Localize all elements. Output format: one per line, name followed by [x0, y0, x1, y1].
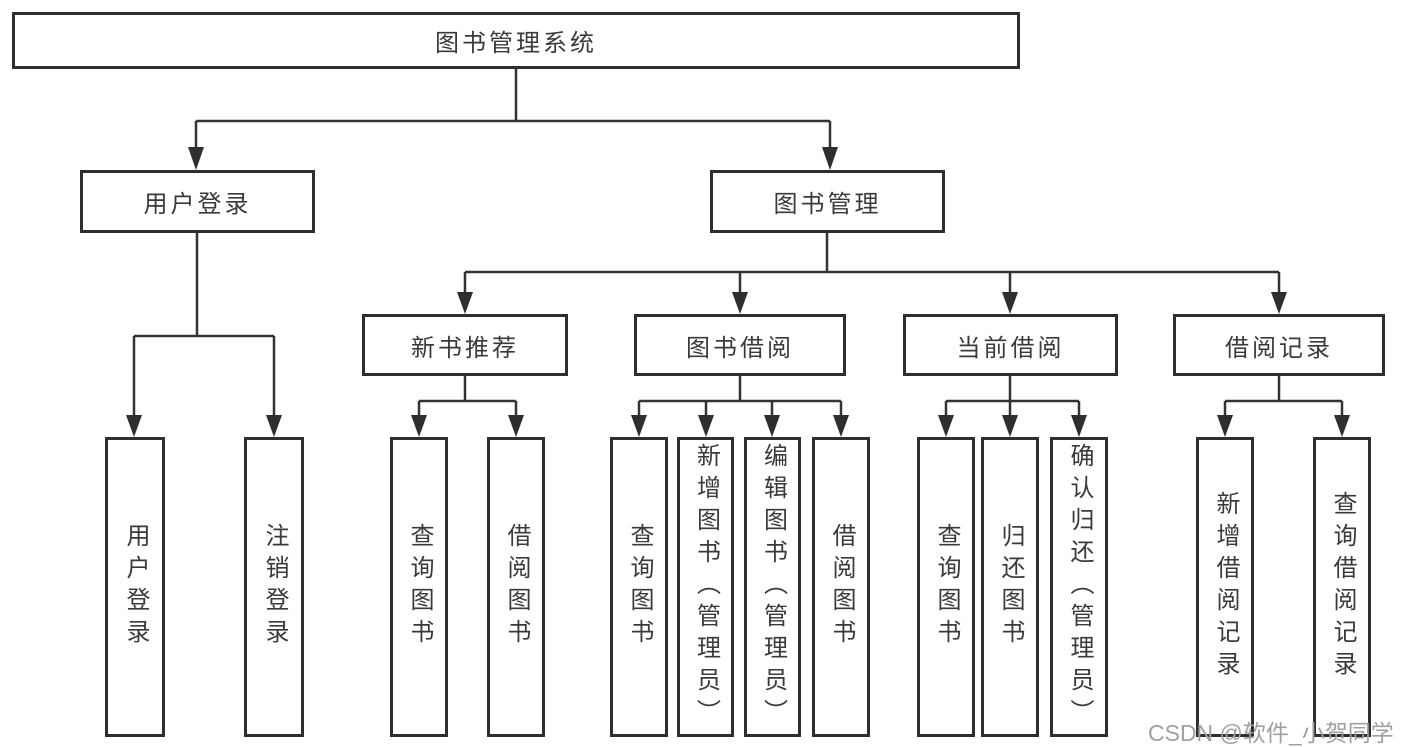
leaf-label: 编辑图书（管理员） [759, 443, 787, 731]
node-label: 图书管理系统 [435, 30, 597, 57]
leaf-label: 查询图书 [933, 523, 960, 651]
leaf-borrow-books: 借阅图书 [812, 437, 870, 737]
leaf-add-books-admin: 新增图书（管理员） [677, 437, 734, 737]
leaf-user-login: 用户登录 [105, 437, 165, 737]
leaf-add-borrow-record: 新增借阅记录 [1196, 437, 1254, 737]
arrowheads [126, 147, 1350, 437]
leaf-query-borrow-record: 查询借阅记录 [1313, 437, 1371, 737]
node-book-management: 图书管理 [710, 170, 945, 233]
leaf-query-books-current: 查询图书 [917, 437, 975, 737]
leaf-label: 查询图书 [626, 523, 653, 651]
leaf-label: 归还图书 [997, 523, 1024, 651]
leaf-edit-books-admin: 编辑图书（管理员） [744, 437, 801, 737]
leaf-confirm-return-admin: 确认归还（管理员） [1050, 437, 1108, 737]
leaf-label: 查询图书 [406, 523, 433, 651]
node-label: 借阅记录 [1225, 334, 1333, 362]
node-label: 当前借阅 [956, 334, 1065, 362]
connector-strokes [132, 69, 1344, 417]
leaf-return-books: 归还图书 [981, 437, 1039, 737]
leaf-label: 注销登录 [261, 523, 288, 651]
leaf-label: 查询借阅记录 [1329, 491, 1356, 683]
leaf-label: 新增借阅记录 [1212, 491, 1239, 683]
node-label: 用户登录 [143, 191, 252, 218]
node-label: 新书推荐 [411, 334, 519, 362]
leaf-query-books-borrow: 查询图书 [610, 437, 668, 737]
node-new-book-recommendation: 新书推荐 [362, 314, 568, 376]
node-library-management-system: 图书管理系统 [12, 12, 1020, 69]
node-label: 图书借阅 [686, 334, 794, 362]
node-label: 图书管理 [773, 191, 882, 218]
node-book-borrowing: 图书借阅 [634, 314, 846, 376]
node-current-borrowing: 当前借阅 [903, 314, 1118, 376]
csdn-watermark: CSDN @软件_小贺同学 [1148, 720, 1394, 746]
leaf-label: 确认归还（管理员） [1066, 443, 1093, 731]
node-borrowing-records: 借阅记录 [1173, 314, 1385, 376]
leaf-label: 借阅图书 [828, 523, 855, 651]
leaf-borrow-books-recommend: 借阅图书 [487, 437, 545, 737]
leaf-label: 借阅图书 [503, 523, 530, 651]
leaf-label: 用户登录 [122, 523, 149, 651]
node-user-login: 用户登录 [80, 170, 315, 233]
leaf-query-books-recommend: 查询图书 [390, 437, 448, 737]
leaf-logout-login: 注销登录 [244, 437, 304, 737]
leaf-label: 新增图书（管理员） [692, 443, 720, 731]
